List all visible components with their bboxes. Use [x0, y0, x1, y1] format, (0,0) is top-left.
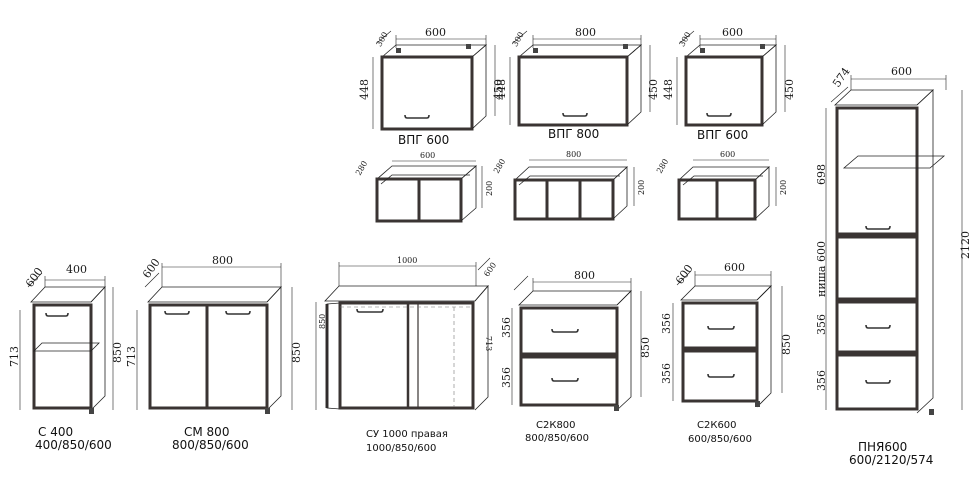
wall-cabinet-3-depth: 300	[677, 30, 692, 48]
drawer-cabinet-c2k800: 800 356 356 850 С2К800 800/850/600	[500, 269, 652, 444]
wall-cabinet-1-height-left: 448	[358, 79, 371, 100]
cm800-depth: 600	[140, 256, 163, 281]
c400-width: 400	[66, 263, 87, 276]
c2k600-drawer-2: 356	[660, 363, 673, 384]
wall-cabinet-2-height-right: 450	[647, 79, 660, 100]
c2k800-drawer-2: 356	[500, 367, 513, 388]
pnya600-depth: 574	[830, 65, 853, 90]
cm800-height: 850	[290, 342, 303, 363]
shelf-2-height: 200	[637, 180, 646, 195]
pnya600-niche: ниша 600	[815, 241, 828, 297]
su1000-size: 1000/850/600	[366, 443, 436, 454]
wall-cabinet-vpg600-left: 600 300 448 450 ВПГ 600	[358, 26, 505, 147]
su1000-height: 850	[318, 314, 327, 329]
wall-cabinet-2-depth: 300	[510, 30, 525, 48]
wall-cabinet-1-depth: 300	[374, 30, 389, 48]
c2k600-size: 600/850/600	[688, 434, 752, 445]
shelf-1-height: 200	[485, 181, 494, 196]
c400-inner-height: 713	[8, 346, 21, 367]
pnya600-name: ПНЯ600	[858, 440, 907, 454]
pnya600-drawer-1: 356	[815, 314, 828, 335]
c2k800-width: 800	[574, 269, 595, 282]
drawer-cabinet-c2k600: 600 600 356 356 850 С2К600 600/850/600	[660, 261, 793, 445]
wall-cabinet-1-width: 600	[425, 26, 446, 39]
base-cabinet-c400: 400 600 713 850 С 400 400/850/600	[8, 263, 124, 452]
open-shelf-600-left: 600 280 200	[354, 151, 494, 223]
wall-cabinet-2-width: 800	[575, 26, 596, 39]
c2k800-height: 850	[639, 337, 652, 358]
c2k800-drawer-1: 356	[500, 317, 513, 338]
c2k600-height: 850	[780, 334, 793, 355]
wall-cabinet-3-width: 600	[722, 26, 743, 39]
su1000-width: 1000	[397, 256, 417, 265]
cm800-name: СМ 800	[184, 425, 229, 439]
base-cabinet-cm800: 800 600 713 850 СМ 800 800/850/600	[125, 254, 303, 452]
wall-cabinet-2-height-left: 448	[495, 79, 508, 100]
pnya600-upper-height: 698	[815, 164, 828, 185]
c400-height: 850	[111, 342, 124, 363]
wall-cabinet-3-name: ВПГ 600	[697, 128, 748, 142]
cm800-size: 800/850/600	[172, 438, 249, 452]
c400-depth: 600	[23, 265, 46, 290]
pnya600-size: 600/2120/574	[849, 453, 933, 467]
pnya600-width: 600	[891, 65, 912, 78]
pnya600-height: 2120	[959, 231, 972, 259]
su1000-inner-height: 713	[484, 336, 493, 351]
c2k800-size: 800/850/600	[525, 433, 589, 444]
shelf-1-depth: 280	[354, 159, 369, 177]
c2k600-depth: 600	[673, 262, 696, 287]
shelf-2-depth: 280	[492, 157, 507, 175]
wall-cabinet-3-height-left: 448	[662, 79, 675, 100]
open-shelf-800: 800 280 200	[492, 150, 646, 221]
shelf-2-width: 800	[566, 150, 581, 159]
corner-cabinet-su1000: 1000 600 850 713 СУ 1000 правая 1000/850…	[315, 256, 498, 454]
c400-name: С 400	[38, 425, 73, 439]
su1000-name: СУ 1000 правая	[366, 429, 448, 440]
wall-cabinet-2-name: ВПГ 800	[548, 127, 599, 141]
c2k600-drawer-1: 356	[660, 313, 673, 334]
wall-cabinet-1-name: ВПГ 600	[398, 133, 449, 147]
wall-cabinet-1-height-right: 450	[492, 79, 505, 100]
wall-cabinet-vpg600-right: 600 300 448 450 ВПГ 600	[662, 26, 796, 142]
shelf-1-width: 600	[420, 151, 435, 160]
open-shelf-600-right: 600 280 200	[655, 150, 788, 221]
shelf-3-depth: 280	[655, 157, 670, 175]
c2k600-width: 600	[724, 261, 745, 274]
c2k800-name: С2К800	[536, 420, 576, 431]
pnya600-drawer-2: 356	[815, 370, 828, 391]
shelf-3-height: 200	[779, 180, 788, 195]
wall-cabinet-3-height-right: 450	[783, 79, 796, 100]
c2k600-name: С2К600	[697, 420, 737, 431]
wall-cabinet-vpg800: 800 300 448 450 ВПГ 800	[495, 26, 660, 141]
cm800-inner-height: 713	[125, 346, 138, 367]
c400-size: 400/850/600	[35, 438, 112, 452]
shelf-3-width: 600	[720, 150, 735, 159]
cm800-width: 800	[212, 254, 233, 267]
tall-cabinet-pnya600: 600 574 698 ниша 600 356 356 2120 ПНЯ600…	[815, 65, 972, 467]
